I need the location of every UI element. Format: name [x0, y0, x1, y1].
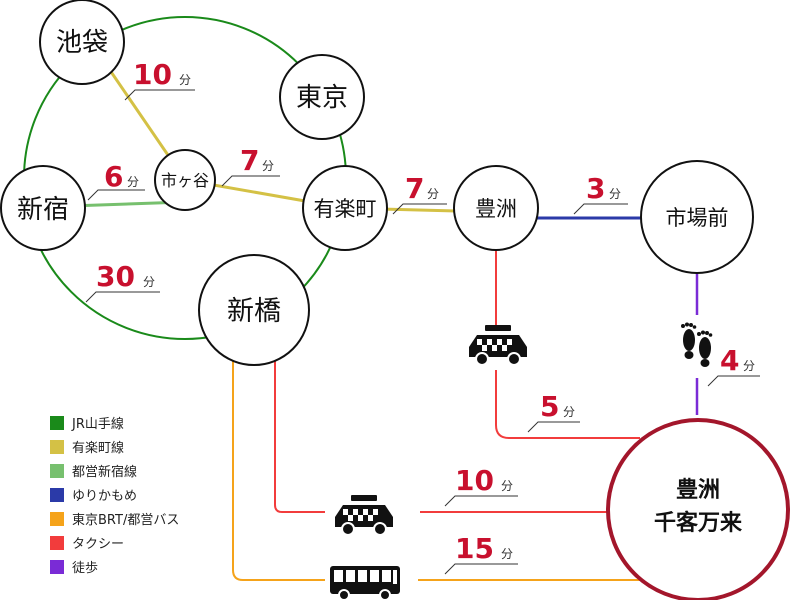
svg-text:分: 分	[501, 479, 513, 493]
destination-toyosu-senkyaku-banrai: 豊洲 千客万来	[606, 418, 790, 600]
legend-item-walk: 徒歩	[50, 560, 98, 576]
station-ikebukuro: 池袋	[39, 0, 125, 85]
svg-text:分: 分	[501, 547, 513, 561]
time-label-shinbashi-taxi: 10 分	[444, 464, 518, 507]
svg-text:有楽町: 有楽町	[314, 197, 377, 221]
legend-item-jr-yamanote: JR山手線	[50, 416, 124, 432]
legend-item-toei-shinjuku: 都営新宿線	[50, 464, 137, 480]
legend: JR山手線 有楽町線 都営新宿線 ゆりかもめ 東京BRT/都営バス タクシー 徒…	[50, 416, 179, 576]
svg-text:7: 7	[240, 144, 259, 177]
svg-text:新橋: 新橋	[227, 296, 281, 327]
svg-text:池袋: 池袋	[56, 28, 108, 58]
time-label-toyosu-shijomae: 3 分	[573, 172, 628, 215]
svg-text:分: 分	[563, 405, 575, 419]
svg-text:有楽町線: 有楽町線	[72, 440, 124, 456]
svg-text:豊洲: 豊洲	[676, 477, 720, 503]
time-label-shinbashi-bus: 15 分	[444, 532, 518, 575]
legend-item-yurakucho: 有楽町線	[50, 440, 124, 456]
station-yurakucho: 有楽町	[302, 165, 388, 251]
station-tokyo: 東京	[279, 54, 365, 140]
taxi-shinbashi-line-left	[274, 350, 325, 513]
svg-text:7: 7	[405, 172, 424, 205]
svg-text:分: 分	[179, 73, 191, 87]
svg-text:3: 3	[586, 172, 605, 205]
station-shijomae: 市場前	[640, 160, 754, 274]
svg-text:徒歩: 徒歩	[72, 561, 98, 576]
station-shinjuku: 新宿	[0, 165, 86, 251]
taxi-toyosu-line-lower	[495, 370, 640, 439]
time-label-toyosu-taxi: 5 分	[527, 390, 580, 433]
svg-text:市ヶ谷: 市ヶ谷	[161, 171, 209, 190]
svg-text:東京: 東京	[296, 83, 348, 113]
svg-text:都営新宿線: 都営新宿線	[72, 464, 137, 480]
svg-text:ゆりかもめ: ゆりかもめ	[72, 489, 137, 504]
svg-text:JR山手線: JR山手線	[71, 416, 124, 432]
svg-text:5: 5	[540, 390, 559, 423]
svg-text:分: 分	[143, 275, 155, 289]
svg-text:分: 分	[743, 359, 755, 373]
time-label-yurakucho-toyosu: 7 分	[392, 172, 447, 215]
footprints-icon	[681, 322, 713, 367]
svg-text:豊洲: 豊洲	[475, 197, 517, 221]
svg-text:10: 10	[133, 58, 172, 91]
svg-text:10: 10	[455, 464, 494, 497]
time-label-ikebukuro-ichigaya: 10 分	[124, 58, 195, 101]
time-label-walk: 4 分	[707, 344, 760, 387]
station-shinbashi: 新橋	[198, 254, 310, 366]
svg-text:分: 分	[427, 187, 439, 201]
svg-text:タクシー: タクシー	[72, 537, 124, 552]
station-ichigaya: 市ヶ谷	[154, 149, 216, 211]
svg-text:分: 分	[262, 159, 274, 173]
svg-text:東京BRT/都営バス: 東京BRT/都営バス	[72, 512, 179, 528]
svg-text:新宿: 新宿	[17, 195, 69, 225]
svg-text:市場前: 市場前	[666, 206, 729, 230]
legend-item-yurikamome: ゆりかもめ	[50, 488, 137, 504]
bus-line-left	[232, 350, 325, 581]
svg-text:分: 分	[609, 187, 621, 201]
svg-text:30: 30	[96, 260, 135, 293]
taxi-icon	[335, 495, 393, 536]
svg-text:15: 15	[455, 532, 494, 565]
legend-item-taxi: タクシー	[50, 536, 124, 552]
svg-text:千客万来: 千客万来	[654, 510, 743, 536]
svg-text:4: 4	[720, 344, 739, 377]
taxi-icon	[469, 325, 527, 366]
svg-text:6: 6	[104, 160, 123, 193]
station-toyosu: 豊洲	[453, 165, 539, 251]
bus-icon	[330, 566, 400, 600]
svg-text:分: 分	[127, 175, 139, 189]
yurakucho-line	[90, 43, 495, 214]
time-label-shinjuku-shinbashi: 30 分	[85, 260, 160, 303]
time-label-shinjuku-ichigaya: 6 分	[87, 160, 145, 201]
time-label-ichigaya-yurakucho: 7 分	[221, 144, 280, 187]
legend-item-brt-bus: 東京BRT/都営バス	[50, 512, 179, 528]
